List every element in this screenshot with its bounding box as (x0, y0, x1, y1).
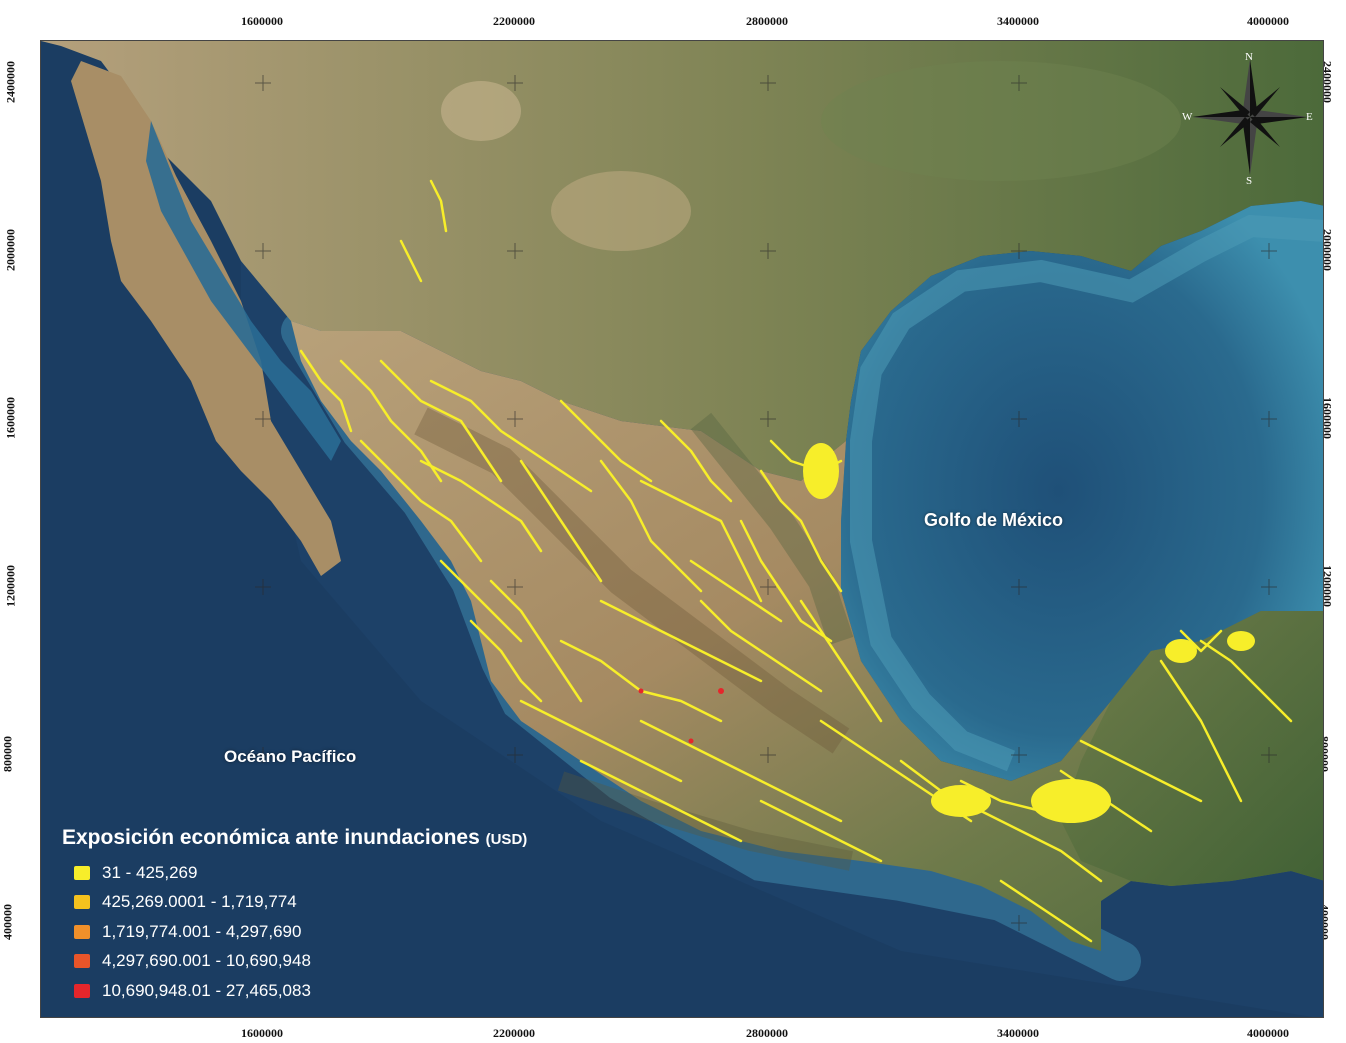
legend-swatch (74, 983, 90, 998)
basemap-svg (41, 41, 1323, 1017)
legend-unit: (USD) (485, 831, 528, 848)
y-tick-label: 1200000 (3, 565, 18, 607)
y-tick-label: 400000 (0, 904, 15, 940)
high-exposure-spots (638, 688, 724, 744)
legend-item: 1,719,774.001 - 4,297,690 (62, 917, 527, 947)
legend-item: 425,269.0001 - 1,719,774 (62, 888, 527, 918)
compass-e: E (1306, 111, 1313, 123)
x-tick-label: 3400000 (997, 1026, 1039, 1040)
x-tick-label: 1600000 (241, 1026, 283, 1040)
baja-california-peninsula (71, 61, 341, 576)
x-tick-label: 2200000 (493, 1026, 535, 1040)
legend-title: Exposición económica ante inundaciones (… (62, 826, 527, 850)
legend-swatch (74, 924, 90, 939)
pacific-ocean-label: Océano Pacífico (224, 747, 357, 766)
desert-patch (441, 81, 521, 141)
legend-item: 4,297,690.001 - 10,690,948 (62, 947, 527, 977)
legend: Exposición económica ante inundaciones (… (62, 826, 527, 1006)
gulf-shelf (850, 214, 1323, 772)
compass-n: N (1245, 51, 1253, 63)
legend-item: 31 - 425,269 (62, 858, 527, 888)
legend-swatch (74, 895, 90, 910)
y-tick-label: 800000 (0, 736, 15, 772)
legend-label: 1,719,774.001 - 4,297,690 (102, 921, 302, 941)
x-tick-label: 3400000 (997, 14, 1039, 28)
x-tick-label: 2200000 (493, 14, 535, 28)
x-tick-label: 4000000 (1247, 14, 1289, 28)
legend-label: 31 - 425,269 (102, 862, 198, 882)
y-tick-label: 2000000 (3, 229, 18, 271)
yucatan-peninsula (1061, 611, 1323, 886)
y-tick-label: 1600000 (3, 397, 18, 439)
north-landmass (41, 41, 1323, 481)
legend-label: 10,690,948.01 - 27,465,083 (102, 980, 311, 1000)
x-tick-label: 2800000 (746, 14, 788, 28)
sierra-madre-del-sur (557, 771, 853, 871)
flood-exposure-patches (803, 443, 1255, 823)
x-tick-label: 4000000 (1247, 1026, 1289, 1040)
vegetation-patch (821, 61, 1181, 181)
map-frame[interactable]: N S W E (40, 40, 1324, 1018)
x-tick-label: 2800000 (746, 1026, 788, 1040)
sierra-madre-oriental (690, 412, 854, 646)
legend-label: 425,269.0001 - 1,719,774 (102, 892, 297, 912)
desert-patch (551, 171, 691, 251)
legend-swatch (74, 865, 90, 880)
legend-swatch (74, 954, 90, 969)
legend-title-text: Exposición económica ante inundaciones (62, 826, 480, 849)
legend-label: 4,297,690.001 - 10,690,948 (102, 951, 311, 971)
x-tick-label: 1600000 (241, 14, 283, 28)
deep-ocean-shade (41, 41, 1313, 1017)
compass-s: S (1246, 175, 1253, 187)
gulf-of-california (146, 121, 341, 461)
sierra-madre-occidental (414, 407, 850, 754)
compass-rose-icon (1192, 59, 1308, 175)
graticule (255, 75, 1277, 931)
gulf-of-mexico-label: Golfo de México (924, 510, 1064, 530)
legend-item: 10,690,948.01 - 27,465,083 (62, 976, 527, 1006)
gulf-of-mexico (841, 201, 1323, 781)
compass-w: W (1182, 111, 1193, 123)
y-tick-label: 2400000 (3, 61, 18, 103)
